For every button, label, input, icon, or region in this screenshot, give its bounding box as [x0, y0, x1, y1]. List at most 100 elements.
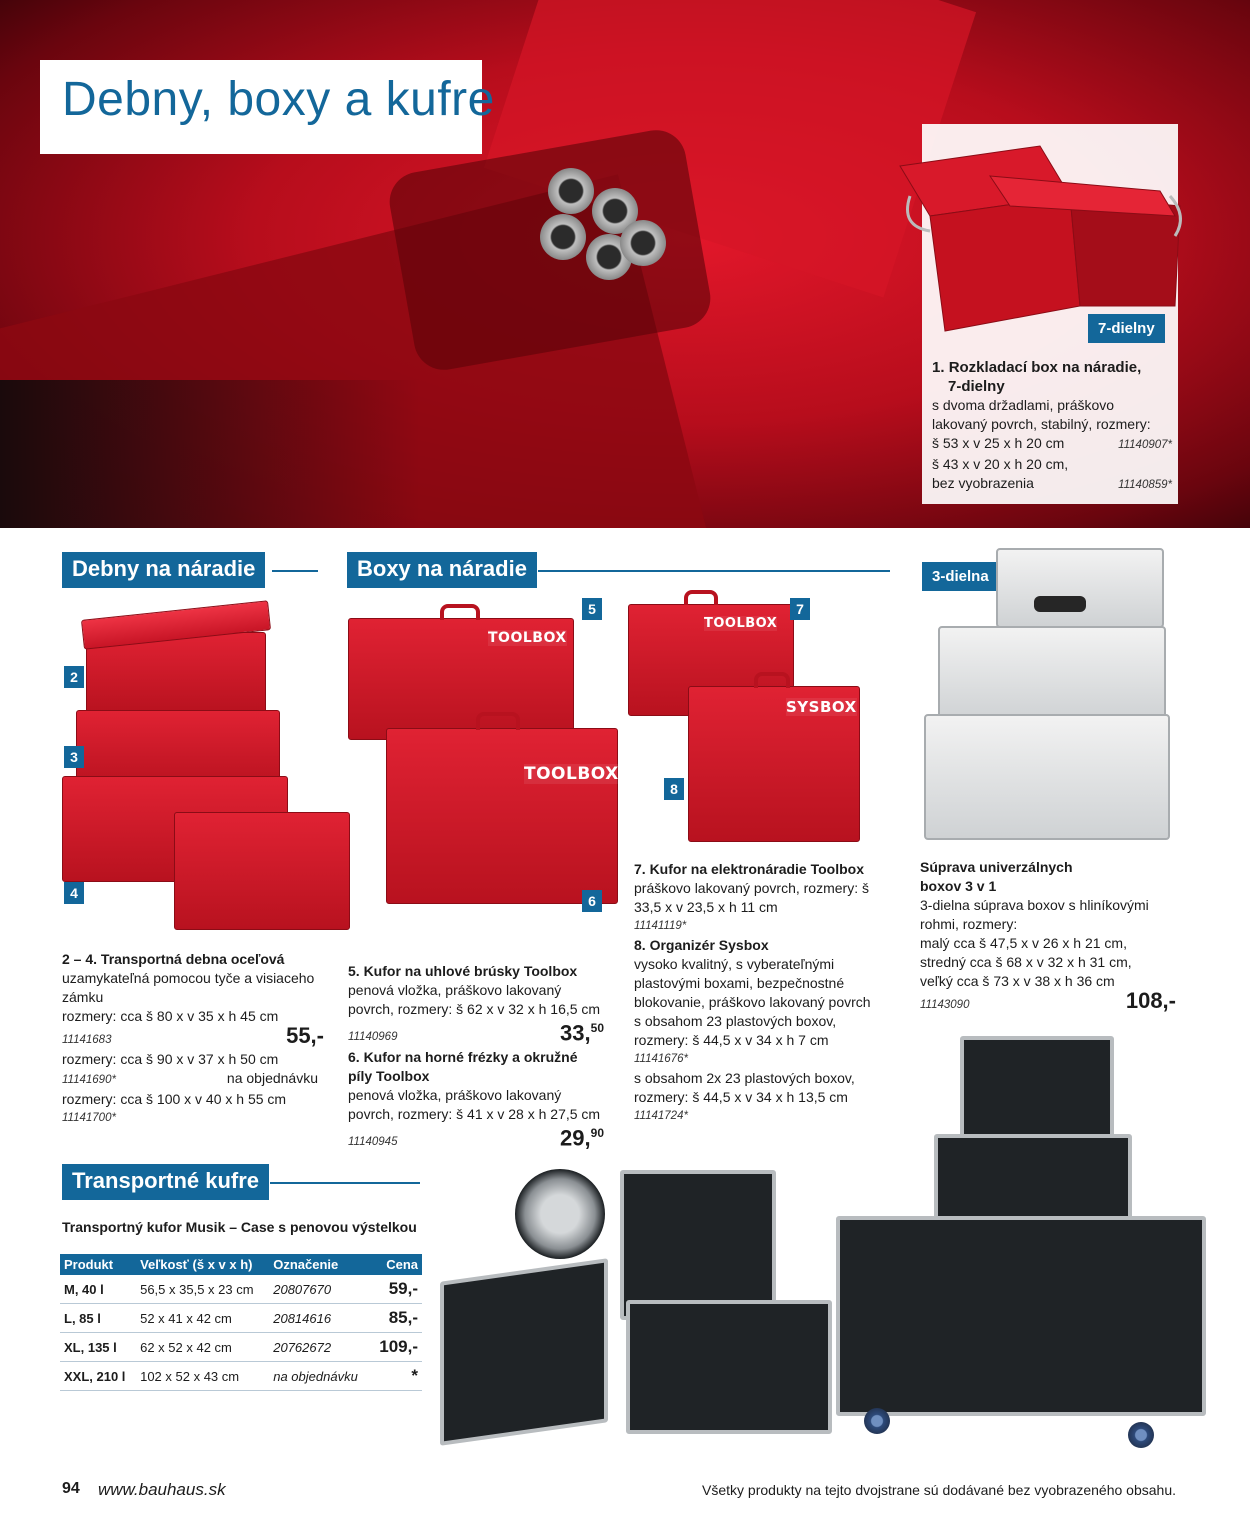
title-background [40, 60, 482, 154]
item5-text: 5. Kufor na uhlové brúsky Toolbox penová… [348, 962, 604, 1047]
item6-desc: penová vložka, práškovo lakovaný povrch,… [348, 1087, 601, 1122]
item6-text: 6. Kufor na horné frézky a okružné píly … [348, 1048, 604, 1152]
sysbox-8 [688, 686, 860, 842]
flight-case-xxl [836, 1216, 1206, 1416]
item1-text: 1. Rozkladací box na náradie, 7-dielny s… [932, 358, 1172, 495]
debna-price-row: 11141683 55,- [62, 1023, 324, 1048]
item7-desc: práškovo lakovaný povrch, rozmery: š 33,… [634, 880, 869, 915]
item1-variant: š 43 x v 20 x h 20 cm, [932, 456, 1069, 472]
badge-3-dielna: 3-dielna [922, 562, 999, 591]
col-produkt: Produkt [60, 1254, 137, 1275]
suprava-title-line2: boxov 3 v 1 [920, 878, 997, 894]
item6-price-row: 11140945 29,90 [348, 1125, 604, 1151]
section-rule [538, 570, 890, 572]
debna-desc: uzamykateľná pomocou tyče a visiaceho zá… [62, 970, 315, 1005]
tag-6: 6 [582, 890, 602, 912]
alu-case-small [996, 548, 1164, 628]
suprava-size: malý cca š 47,5 x v 26 x h 21 cm, [920, 935, 1127, 951]
flight-case-medium [626, 1300, 832, 1434]
suprava-size: stredný cca š 68 x v 32 x h 31 cm, [920, 954, 1132, 970]
flight-case-mid [934, 1134, 1132, 1230]
tag-3: 3 [64, 746, 84, 768]
item8-variant1: s obsahom 23 plastových boxov, rozmery: … [634, 1013, 837, 1048]
price: 108,- [1125, 988, 1176, 1013]
item7-title: 7. Kufor na elektronáradie Toolbox [634, 861, 865, 877]
sysbox-label: SYSBOX [786, 698, 857, 716]
suprava-title: Súprava univerzálnych [920, 859, 1073, 875]
item5-desc: penová vložka, práškovo lakovaný povrch,… [348, 982, 601, 1017]
toolbox-label: TOOLBOX [704, 616, 778, 631]
table-header: Produkt Veľkosť (š x v x h) Označenie Ce… [60, 1254, 422, 1275]
page-number: 94 [62, 1480, 80, 1497]
item1-desc: s dvoma držadlami, práškovo lakovaný pov… [932, 397, 1151, 432]
table-row: L, 85 l 52 x 41 x 42 cm 20814616 85,- [60, 1303, 422, 1333]
price: 29,90 [560, 1125, 604, 1151]
tag-7: 7 [790, 598, 810, 620]
footer-note: Všetky produkty na tejto dvojstrane sú d… [702, 1482, 1176, 1498]
price: 55,- [286, 1023, 324, 1048]
col-oznacenie: Označenie [269, 1254, 371, 1275]
item1-variant: š 53 x v 25 x h 20 cm 11140907* [932, 435, 1172, 451]
item6-title: 6. Kufor na horné frézky a okružné píly … [348, 1049, 578, 1084]
debna-code-row: 11141690* na objednávku [62, 1070, 318, 1086]
wheel-icon [1128, 1422, 1154, 1448]
badge-7-dielny: 7-dielny [1088, 314, 1165, 343]
debna-code: 11141700* [62, 1112, 116, 1124]
section-boxy: Boxy na náradie [347, 552, 537, 588]
handle-icon [754, 672, 790, 688]
socket-icon [548, 168, 594, 214]
tag-8: 8 [664, 778, 684, 800]
section-debny: Debny na náradie [62, 552, 266, 588]
debna-title: 2 – 4. Transportná debna oceľová [62, 951, 285, 967]
item7-text: 7. Kufor na elektronáradie Toolbox prášk… [634, 860, 886, 1126]
flight-case-small [960, 1036, 1114, 1152]
musik-subtitle: Transportný kufor Musik – Case s penovou… [62, 1219, 417, 1235]
handle-icon [684, 590, 718, 605]
socket-icon [620, 220, 666, 266]
col-velkost: Veľkosť (š x v x h) [136, 1254, 270, 1275]
hero-shade [0, 380, 420, 528]
debna-text: 2 – 4. Transportná debna oceľová uzamyka… [62, 950, 324, 1128]
alu-case-medium [938, 626, 1166, 722]
item8-code1: 11141676* [634, 1053, 688, 1065]
wheel-icon [864, 1408, 890, 1434]
handle-icon [440, 604, 480, 620]
item7-code: 11141119* [634, 920, 687, 932]
musik-table: Produkt Veľkosť (š x v x h) Označenie Ce… [60, 1254, 422, 1391]
section-kufre: Transportné kufre [62, 1164, 270, 1200]
suprava-text: Súprava univerzálnych boxov 3 v 1 3-diel… [920, 858, 1176, 1015]
table-row: XXL, 210 l 102 x 52 x 43 cm na objednávk… [60, 1361, 422, 1391]
suprava-price-row: 11143090 108,- [920, 988, 1176, 1013]
debna-row: rozmery: cca š 90 x v 37 x h 50 cm [62, 1051, 279, 1067]
suprava-desc: 3-dielna súprava boxov s hliníkovými roh… [920, 897, 1149, 932]
tag-4: 4 [64, 882, 84, 904]
item5-title: 5. Kufor na uhlové brúsky Toolbox [348, 963, 578, 979]
item1-title: 1. Rozkladací box na náradie, [932, 359, 1142, 376]
section-rule [272, 570, 318, 572]
flight-case-open-small [440, 1258, 608, 1446]
debna-row: rozmery: cca š 80 x v 35 x h 45 cm [62, 1008, 279, 1024]
toolbox-label: TOOLBOX [524, 764, 619, 784]
item8-variant2: s obsahom 2x 23 plastových boxov, rozmer… [634, 1070, 855, 1105]
section-rule [270, 1182, 420, 1184]
tag-5: 5 [582, 598, 602, 620]
toolbox-5 [348, 618, 574, 740]
corner-detail-image [512, 1166, 608, 1262]
item5-price-row: 11140969 33,50 [348, 1020, 604, 1046]
item8-code2: 11141724* [634, 1110, 688, 1122]
item1-title-line2: 7-dielny [948, 378, 1005, 395]
page-title: Debny, boxy a kufre [62, 73, 495, 126]
steel-chest-front [174, 812, 350, 930]
handle-icon [476, 712, 520, 730]
flight-case-lid [620, 1170, 776, 1320]
table-row: M, 40 l 56,5 x 35,5 x 23 cm 20807670 59,… [60, 1275, 422, 1304]
website-link[interactable]: www.bauhaus.sk [98, 1480, 226, 1499]
col-cena: Cena [370, 1254, 422, 1275]
item8-desc: vysoko kvalitný, s vyberateľnými plastov… [634, 956, 871, 1010]
suprava-size: veľký cca š 73 x v 38 x h 36 cm [920, 973, 1115, 989]
handle-icon [1034, 596, 1086, 612]
price: 33,50 [560, 1020, 604, 1046]
cantilever-toolbox-image [899, 145, 1182, 332]
toolbox-label: TOOLBOX [488, 630, 567, 646]
table-row: XL, 135 l 62 x 52 x 42 cm 20762672 109,- [60, 1332, 422, 1362]
